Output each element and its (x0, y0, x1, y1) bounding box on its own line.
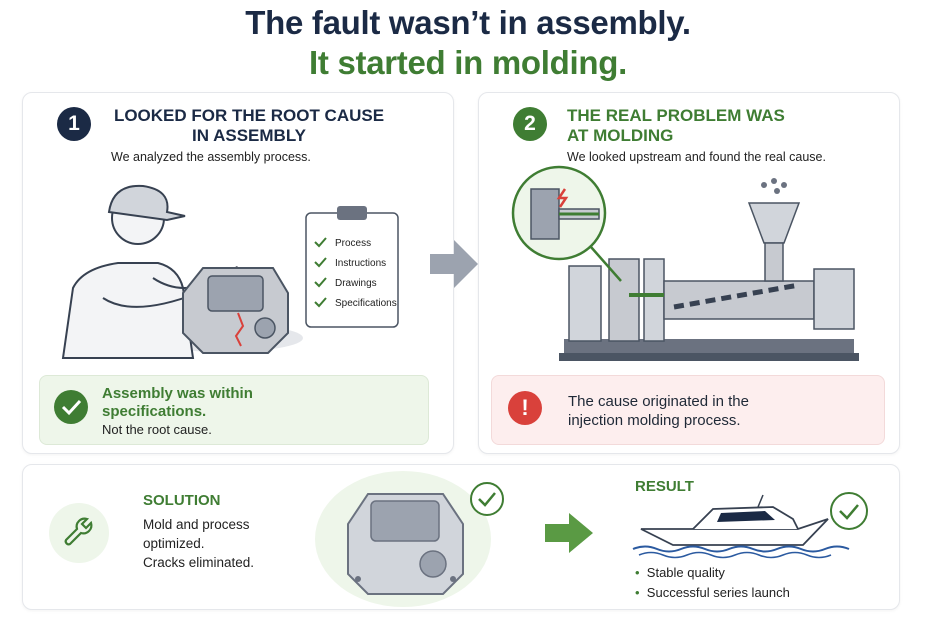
page-subtitle: It started in molding. (309, 44, 627, 81)
step1-verdict-box: Assembly was within specifications. Not … (39, 375, 429, 445)
step2-number-badge: 2 (513, 107, 547, 141)
result-bullet: • Successful series launch (635, 585, 790, 600)
injection-molding-machine-illustration (511, 165, 859, 361)
solution-text: Mold and process optimized. Cracks elimi… (143, 517, 255, 570)
arrow-right-icon (545, 513, 593, 553)
result-heading: RESULT (635, 478, 694, 495)
check-icon (830, 492, 868, 530)
solution-heading: SOLUTION (143, 492, 221, 509)
step1-panel: 1 LOOKED FOR THE ROOT CAUSE IN ASSEMBLY … (22, 92, 454, 454)
check-icon (54, 390, 88, 424)
checklist-item: Instructions (335, 258, 387, 269)
arrow-right-icon (430, 240, 478, 288)
step2-panel: 2 THE REAL PROBLEM WAS AT MOLDING We loo… (478, 92, 900, 454)
boat-icon (632, 494, 850, 559)
checklist-item: Drawings (335, 278, 377, 289)
check-icon (470, 482, 504, 516)
step2-heading: THE REAL PROBLEM WAS AT MOLDING (567, 106, 785, 145)
wrench-icon (49, 503, 109, 563)
step2-subtitle: We looked upstream and found the real ca… (567, 150, 826, 164)
step1-heading: LOOKED FOR THE ROOT CAUSE IN ASSEMBLY (113, 106, 385, 145)
outcome-panel: SOLUTION Mold and process optimized. Cra… (22, 464, 900, 610)
worker-illustration (61, 184, 303, 359)
step1-number-badge: 1 (57, 107, 91, 141)
checklist-item: Process (335, 238, 372, 249)
step1-verdict-text: Assembly was within specifications. (102, 385, 253, 420)
alert-icon: ! (508, 391, 542, 425)
checklist-item: Specifications (335, 298, 397, 309)
step1-verdict-note: Not the root cause. (102, 422, 212, 437)
clipboard-icon (305, 206, 399, 328)
step2-alert-text: The cause originated in the injection mo… (568, 393, 749, 429)
step2-alert-box: ! The cause originated in the injection … (491, 375, 885, 445)
result-bullet: • Stable quality (635, 565, 725, 580)
page-title: The fault wasn’t in assembly. (245, 4, 691, 41)
step1-subtitle: We analyzed the assembly process. (111, 150, 311, 164)
optimized-part-illustration (315, 471, 491, 607)
